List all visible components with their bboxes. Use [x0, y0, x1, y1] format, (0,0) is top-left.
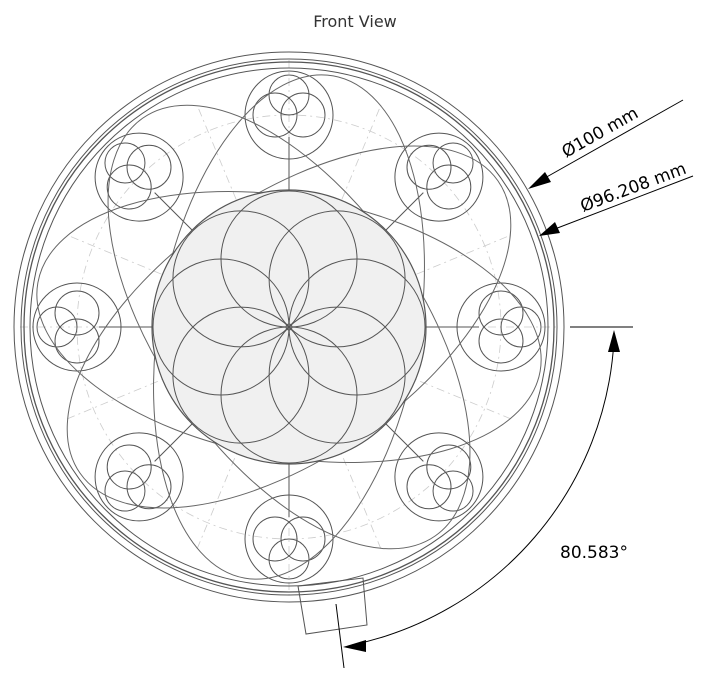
angle-arrowhead-bottom	[343, 640, 366, 652]
lobe-inner-circle	[478, 318, 524, 364]
inner-diameter-label: Ø96.208 mm	[578, 159, 689, 217]
lobe-outer-circle	[36, 306, 78, 348]
lobe-inner-circle	[406, 464, 452, 510]
lobe-inner-circle	[54, 318, 100, 364]
lobe-outline	[94, 132, 184, 222]
lobe-inner-circle	[426, 444, 472, 490]
lobe-outer-circle	[104, 142, 146, 184]
outer-diameter-arrowhead	[528, 172, 551, 189]
lobe-outline	[394, 432, 484, 522]
inner-diameter-arrowhead	[539, 222, 560, 236]
lobe-outline	[94, 432, 184, 522]
hub-petals	[152, 190, 426, 464]
lobe-pod	[385, 423, 484, 522]
inner-diameter-dimension: Ø96.208 mm	[539, 159, 694, 236]
rim-ring	[20, 58, 558, 596]
angle-dimension	[335, 326, 633, 669]
angle-arrowhead-top	[608, 330, 620, 352]
lobe-outline	[394, 132, 484, 222]
lobe-inner-circle	[478, 290, 524, 336]
outer-diameter-label: Ø100 mm	[559, 103, 642, 162]
lobe-outer-circle	[268, 538, 310, 580]
lobe-outer-circle	[432, 470, 474, 512]
view-title: Front View	[313, 12, 397, 31]
lobe-outer-circle	[432, 142, 474, 184]
angle-label: 80.583°	[560, 543, 628, 563]
lobe-inner-circle	[54, 290, 100, 336]
lobe-outer-circle	[104, 470, 146, 512]
lobe-inner-circle	[126, 464, 172, 510]
lobe-pod	[244, 70, 334, 190]
rim-rings	[13, 51, 565, 603]
lobe-pod	[385, 132, 484, 231]
lobe-outer-circle	[500, 306, 542, 348]
lobe-spoke	[154, 423, 193, 462]
lobe-pod	[94, 132, 193, 231]
bottom-tab	[297, 577, 368, 635]
rim-ring	[23, 61, 555, 593]
lobe-inner-circle	[126, 144, 172, 190]
rim-ring	[13, 51, 565, 603]
petal-circle	[268, 210, 406, 348]
center-mark	[285, 323, 293, 331]
lobe-spoke	[385, 423, 424, 462]
lobe-inner-circle	[280, 516, 326, 562]
lobe-inner-circle	[252, 92, 298, 138]
lobe-pattern	[32, 70, 546, 584]
lobe-inner-circle	[280, 92, 326, 138]
lobe-inner-circle	[252, 516, 298, 562]
lobe-spoke	[154, 192, 193, 231]
rim-ring	[29, 67, 549, 587]
lobe-inner-circle	[406, 144, 452, 190]
lobe-outer-circle	[268, 74, 310, 116]
lobe-inner-circle	[106, 444, 152, 490]
lobe-inner-circle	[426, 164, 472, 210]
lobe-inner-circle	[106, 164, 152, 210]
lobe-pod	[94, 423, 193, 522]
lobe-spoke	[385, 192, 424, 231]
